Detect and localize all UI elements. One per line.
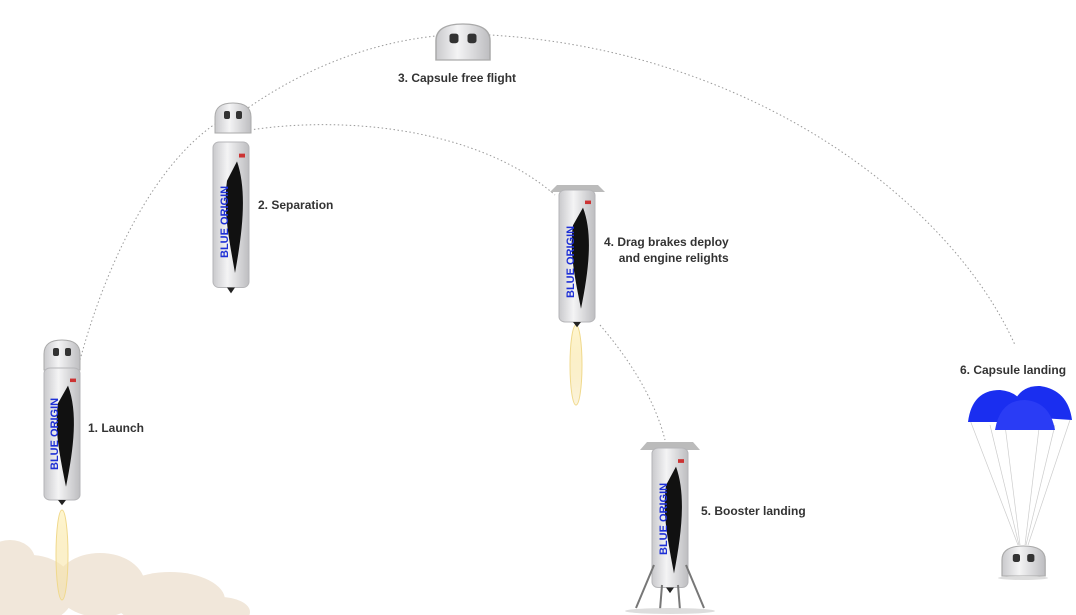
brand-text: BLUE ORIGIN [219, 186, 231, 258]
step-label-booster-landing: 5. Booster landing [701, 504, 806, 518]
step-label-line2: and engine relights [618, 251, 729, 265]
rocket-drag-brakes: BLUE ORIGIN [550, 185, 605, 406]
launch-smoke-clouds [0, 540, 250, 615]
step-label-capsule-landing: 6. Capsule landing [960, 363, 1067, 377]
brand-text: BLUE ORIGIN [49, 398, 61, 470]
step-label-capsule-free-flight: 3. Capsule free flight [398, 71, 517, 85]
engine-flame [569, 324, 583, 406]
step-label-launch: 1. Launch [88, 421, 145, 435]
capsule-free-flight [435, 23, 491, 61]
parachute-lines [969, 419, 1071, 546]
separated-capsule [214, 102, 252, 134]
drag-brakes [640, 442, 700, 450]
brand-text: BLUE ORIGIN [658, 483, 670, 555]
rocket-separation: BLUE ORIGIN [212, 102, 252, 294]
launch-trajectory [79, 121, 219, 361]
landing-legs [635, 564, 705, 611]
rocket-launch: BLUE ORIGIN [43, 339, 81, 601]
booster-descent-trajectory [599, 324, 666, 441]
brand-text: BLUE ORIGIN [565, 226, 577, 298]
parachutes [968, 385, 1072, 430]
step-label-separation: 2. Separation [258, 198, 334, 212]
trajectory-lines [79, 33, 1016, 441]
engine-flame [55, 509, 69, 601]
step-label-drag-brakes: 4. Drag brakes deploy and engine relight… [604, 234, 729, 266]
step-label-line1: 4. Drag brakes deploy [604, 235, 729, 249]
capsule-landing [968, 385, 1072, 580]
rocket-booster-landing: BLUE ORIGIN [625, 442, 715, 614]
capsule-trajectory [244, 33, 1016, 346]
booster-trajectory [249, 124, 556, 196]
